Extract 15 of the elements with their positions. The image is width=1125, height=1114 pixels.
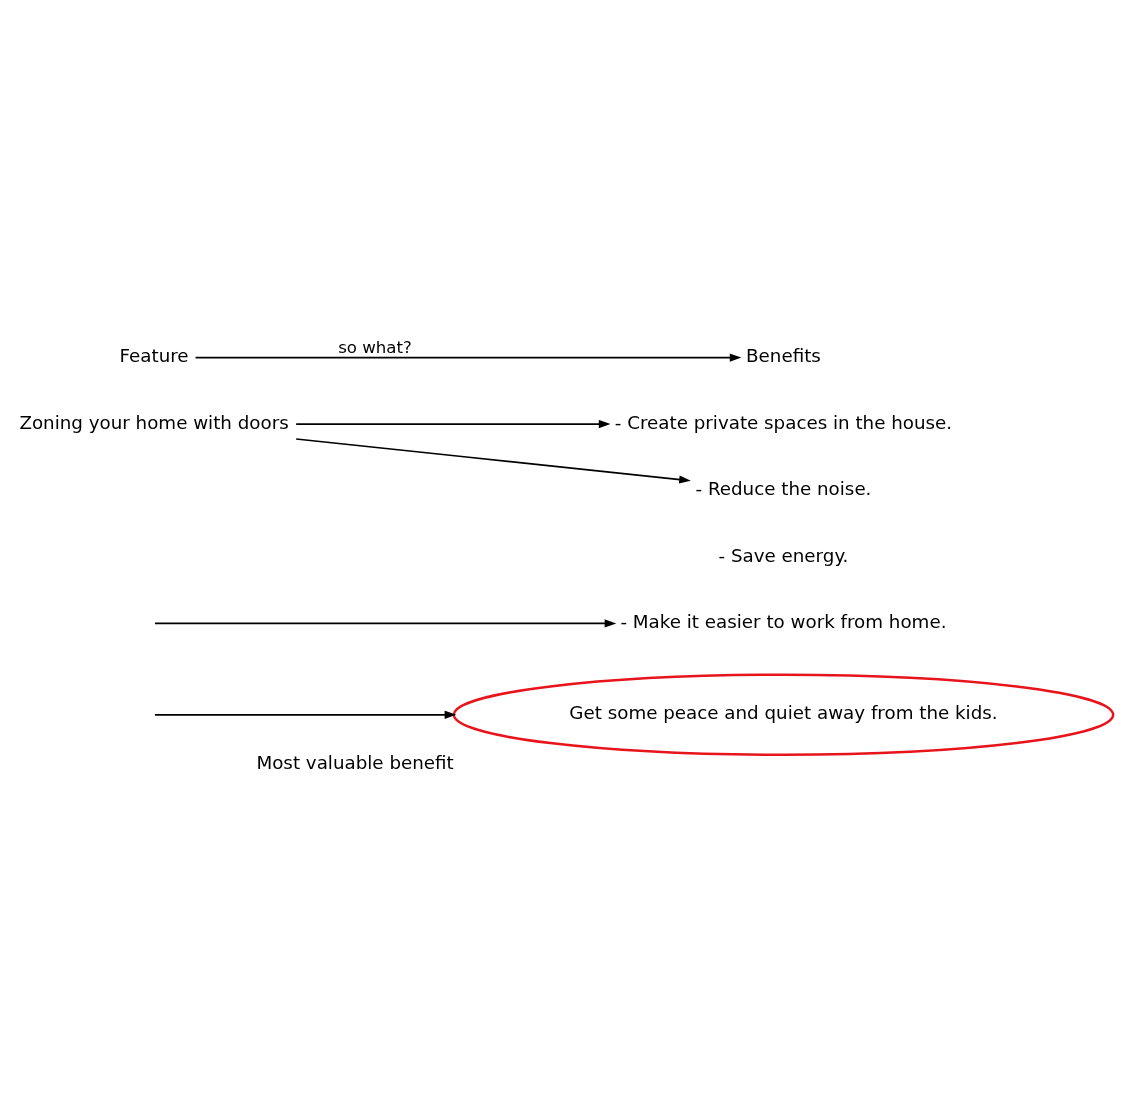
- arrow: [194, 353, 742, 362]
- node-text: Feature: [119, 345, 189, 367]
- node-text: Zoning your home with doors: [19, 411, 289, 433]
- edge-label: so what?: [338, 337, 412, 357]
- node-text: Benefits: [746, 345, 821, 367]
- node-text: - Save energy.: [718, 544, 849, 566]
- node-label: Most valuable benefit: [256, 752, 454, 774]
- arrow: [295, 420, 611, 429]
- arrow: [154, 619, 617, 628]
- node-text: - Create private spaces in the house.: [614, 411, 953, 433]
- arrow: [154, 710, 457, 719]
- node-text: - Reduce the noise.: [695, 478, 872, 500]
- node-ellipse: Get some peace and quiet away from the kids.: [452, 673, 1115, 757]
- arrow: [295, 438, 691, 484]
- node-text: - Make it easier to work from home.: [620, 611, 947, 633]
